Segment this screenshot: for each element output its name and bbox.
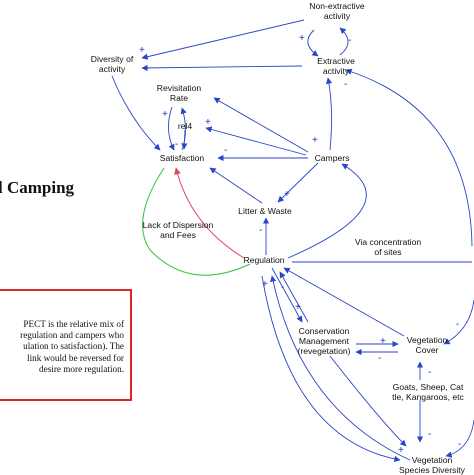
polarity-sign: - <box>259 225 263 236</box>
node-satisfaction[interactable]: Satisfaction <box>159 153 205 163</box>
link-nonextractive-extractive <box>307 29 319 57</box>
link-conservation-species <box>329 355 407 447</box>
link-litter-satisfaction <box>209 167 263 204</box>
label-via-concentration: Via concentration of sites <box>354 237 422 257</box>
polarity-sign: + <box>284 189 290 200</box>
polarity-sign: + <box>312 135 318 146</box>
node-extractive-activity[interactable]: Extractive activity <box>317 56 355 76</box>
note-line: ulation to satisfaction). The <box>23 341 124 352</box>
link-right-edge-extractive <box>345 68 473 247</box>
node-revisitation-rate[interactable]: Revisitation Rate <box>156 83 202 103</box>
node-diversity-of-activity[interactable]: Diversity of activity <box>90 54 134 74</box>
note-line: link would be reversed for <box>27 352 124 363</box>
polarity-sign: + <box>205 117 211 128</box>
polarity-sign: - <box>378 353 382 364</box>
node-rel4[interactable]: rel4 <box>177 121 193 131</box>
node-vegetation-species-diversity[interactable]: Vegetation Species Diversity <box>399 455 465 475</box>
polarity-sign: - <box>458 439 462 450</box>
note-line: regulation and campers who <box>20 330 124 341</box>
link-species-regulation <box>270 275 411 461</box>
node-lack-of-dispersion-fees[interactable]: Lack of Dispersion and Fees <box>142 220 214 240</box>
link-right-edge-species <box>445 419 474 458</box>
polarity-sign: - <box>224 145 228 156</box>
polarity-sign: - <box>428 367 432 378</box>
link-campers-revisitation <box>213 97 309 153</box>
polarity-sign: + <box>262 279 268 290</box>
link-campers-extractive <box>325 77 333 151</box>
node-campers[interactable]: Campers <box>314 153 350 163</box>
polarity-sign: + <box>162 109 168 120</box>
polarity-sign: + <box>299 33 305 44</box>
polarity-sign: - <box>428 429 432 440</box>
link-regulation-campers-via-sites <box>287 163 367 259</box>
link-rel4-satisfaction <box>181 129 188 150</box>
polarity-sign: + <box>380 336 386 347</box>
node-vegetation-cover[interactable]: Vegetation Cover <box>406 335 448 355</box>
note-line: PECT is the relative mix of <box>23 319 124 329</box>
polarity-sign: - <box>281 282 285 293</box>
link-revisitation-satisfaction <box>168 106 175 151</box>
link-regulation-conservation <box>271 267 303 323</box>
polarity-sign: + <box>295 302 301 313</box>
link-right-edge-vegetation <box>443 299 474 345</box>
polarity-sign: - <box>344 79 348 90</box>
polarity-sign: - <box>175 139 179 150</box>
link-satisfaction-regulation-green <box>142 167 251 276</box>
page-heading: l Camping <box>0 178 75 197</box>
link-diversity-satisfaction <box>111 75 161 151</box>
link-extractive-nonextractive <box>339 27 349 56</box>
link-regulation-species <box>261 275 401 463</box>
link-regulation-satisfaction-red <box>174 167 245 259</box>
polarity-sign: + <box>398 445 404 456</box>
node-regulation[interactable]: Regulation <box>243 255 285 265</box>
polarity-sign: - <box>348 35 352 46</box>
node-goats-sheep-cattle[interactable]: Goats, Sheep, Cat tle, Kangaroos, etc <box>392 382 464 402</box>
link-vegetation-regulation <box>283 267 405 337</box>
node-nonextractive-activity[interactable]: Non-extractive activity <box>309 1 365 21</box>
link-conservation-regulation <box>279 271 309 323</box>
link-campers-litter <box>277 162 319 203</box>
polarity-sign: - <box>456 319 460 330</box>
link-extractive-diversity <box>141 64 303 72</box>
node-conservation-management[interactable]: Conservation Management (revegetation) <box>297 326 351 356</box>
link-campers-rel4 <box>205 126 307 156</box>
polarity-sign: - <box>145 63 149 74</box>
link-nonextractive-diversity <box>141 19 305 60</box>
note-line: desire more regulation. <box>39 363 124 374</box>
node-litter-waste[interactable]: Litter & Waste <box>238 206 292 216</box>
polarity-sign: + <box>139 45 145 56</box>
explanatory-note-box: PECT is the relative mix of regulation a… <box>0 289 132 401</box>
